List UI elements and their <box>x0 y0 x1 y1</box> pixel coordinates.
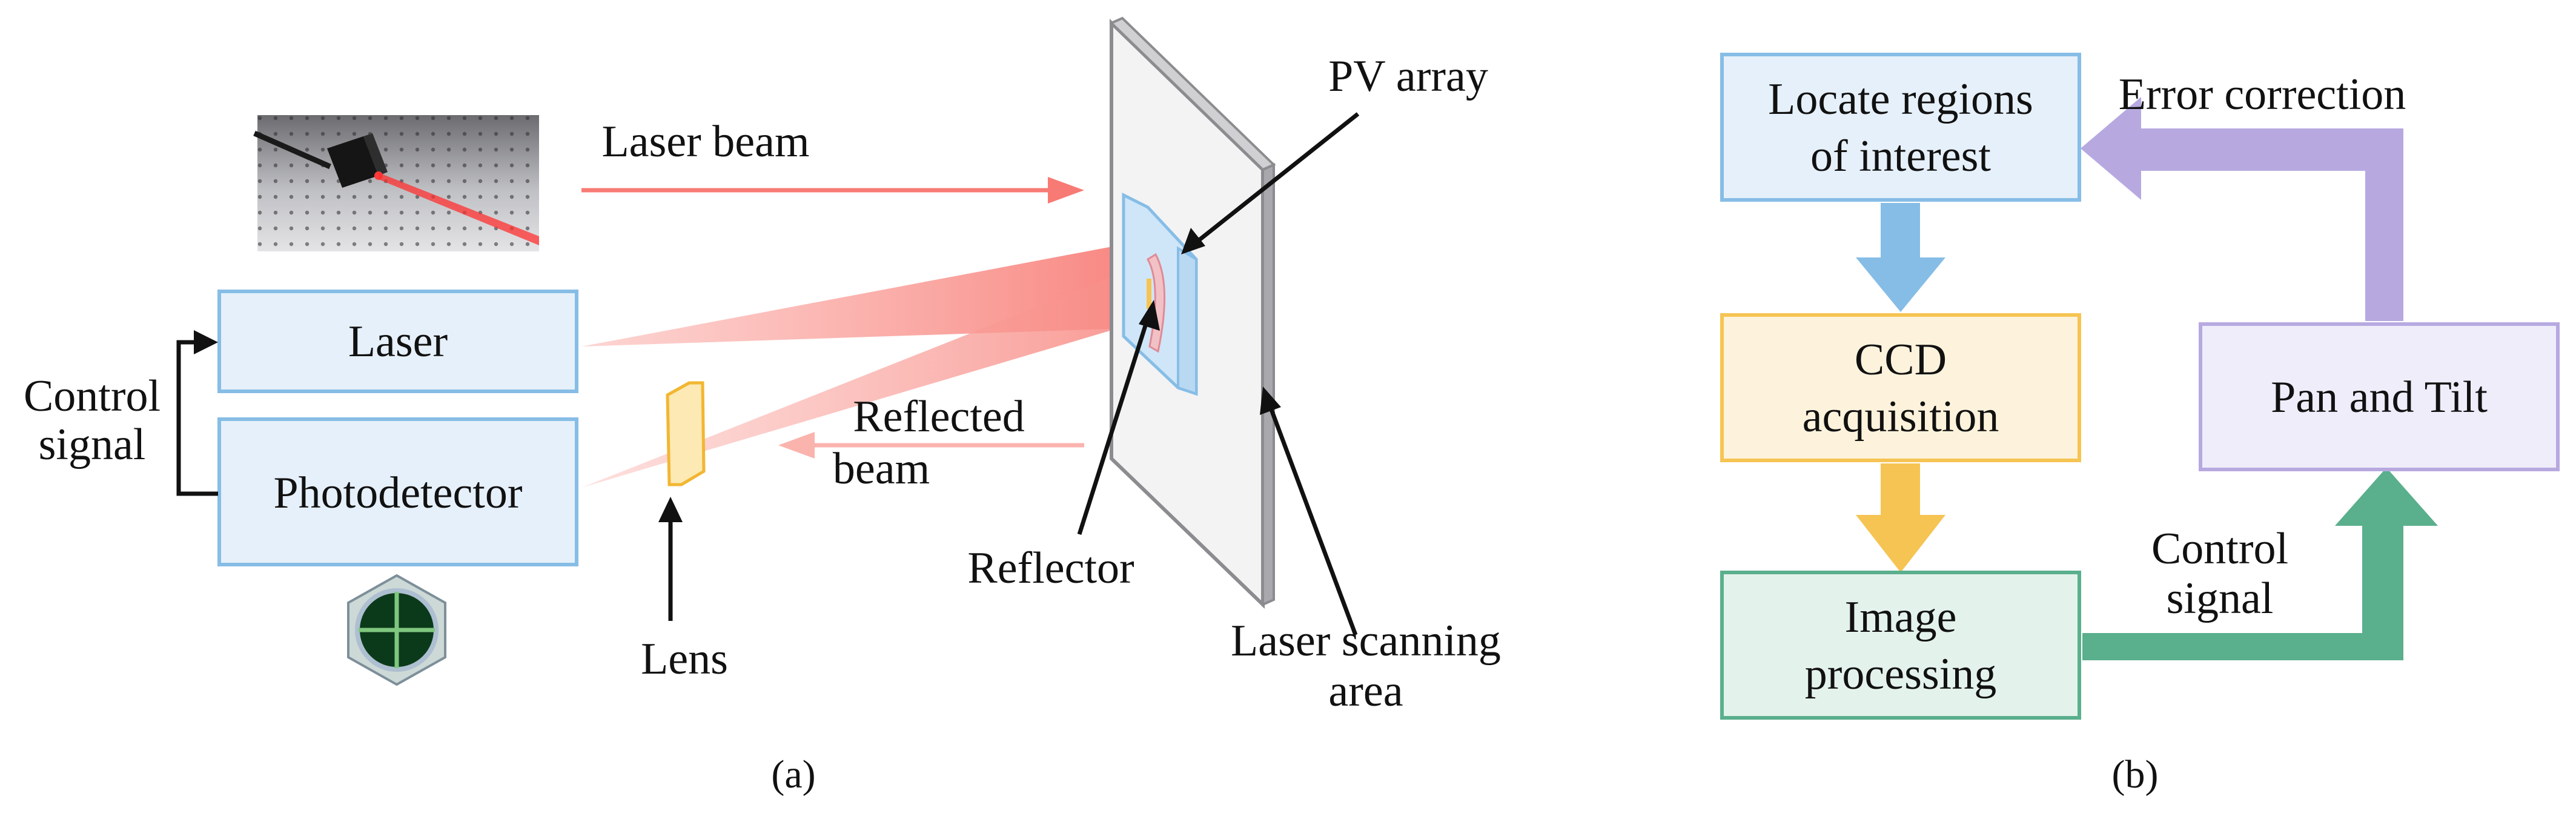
reflector-pointer-arrow <box>1077 300 1160 536</box>
pan-tilt-box: Pan and Tilt <box>2199 322 2560 471</box>
photodetector-box: Photodetector <box>217 417 578 566</box>
lens-pointer-arrow <box>658 497 683 621</box>
locate-regions-label-line2: of interest <box>1810 131 1991 181</box>
control-signal-label-b-line1: Control <box>2151 524 2288 574</box>
image-processing-label-line2: processing <box>1805 649 1997 699</box>
lens <box>666 381 706 486</box>
locate-regions-label-line1: Locate regions <box>1768 75 2033 124</box>
arrow-image-to-pantilt <box>2082 468 2438 660</box>
locate-regions-box: Locate regions of interest <box>1720 53 2081 202</box>
error-correction-label: Error correction <box>2119 70 2406 119</box>
ccd-label-line1: CCD <box>1855 335 1947 385</box>
panel-a: Laser beam Laser Photodetector Control s… <box>24 16 1501 797</box>
control-signal-bracket <box>176 330 218 496</box>
reflected-beam-arrow <box>778 432 1084 459</box>
reflected-beam-cone <box>581 260 1163 488</box>
arrow-ccd-to-image <box>1856 463 1945 572</box>
arrow-pantilt-to-locate <box>2081 97 2403 321</box>
image-processing-label-line1: Image <box>1845 592 1957 642</box>
panel-b-caption: (b) <box>2112 752 2159 797</box>
scan-area-pointer-arrow <box>1260 386 1358 636</box>
laser-box-label: Laser <box>348 317 448 366</box>
scan-area-label-line1: Laser scanning <box>1231 616 1501 666</box>
photodetector-icon <box>347 574 446 686</box>
scan-area-label-line2: area <box>1328 666 1403 716</box>
control-signal-label-a-line2: signal <box>39 420 146 469</box>
ccd-label-line2: acquisition <box>1803 392 1999 442</box>
reflector-label: Reflector <box>967 543 1134 593</box>
laser-beam-label: Laser beam <box>601 117 809 167</box>
laser-box: Laser <box>217 290 578 393</box>
ccd-acquisition-box: CCD acquisition <box>1720 313 2081 462</box>
control-signal-label-a-line1: Control <box>24 371 161 421</box>
pv-array-pointer-arrow <box>1181 112 1360 254</box>
pan-tilt-label: Pan and Tilt <box>2271 373 2488 422</box>
laser-device-photo <box>253 115 539 251</box>
photodetector-box-label: Photodetector <box>273 468 522 518</box>
reflector <box>1147 253 1166 353</box>
panel-b: Locate regions of interest CCD acquisiti… <box>1720 53 2560 797</box>
reflected-beam-label-line2: beam <box>833 444 930 494</box>
reflected-beam-label-line1: Reflected <box>853 392 1025 442</box>
image-processing-box: Image processing <box>1720 571 2081 720</box>
pv-array-label: PV array <box>1328 51 1488 101</box>
laser-beam-arrow <box>581 177 1084 204</box>
control-signal-label-b-line2: signal <box>2167 574 2274 623</box>
lens-label: Lens <box>641 634 728 684</box>
panel-a-caption: (a) <box>771 752 815 797</box>
arrow-locate-to-ccd <box>1856 203 1945 312</box>
